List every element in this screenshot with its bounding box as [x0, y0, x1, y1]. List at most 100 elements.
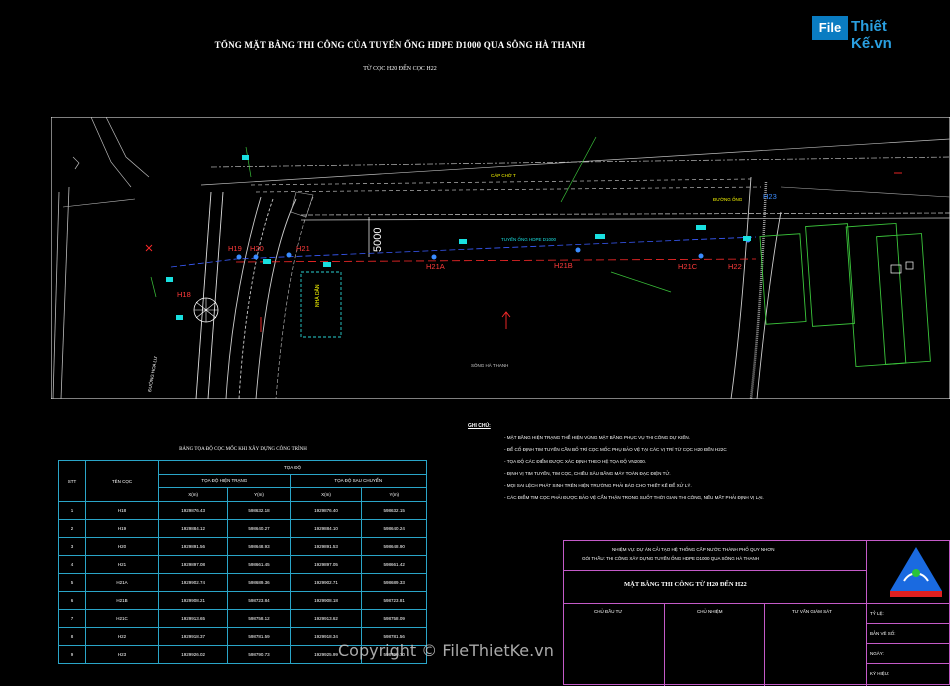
col-stt: STT: [58, 460, 86, 502]
station-label-h22: H22: [728, 262, 742, 271]
station-markers: [193, 237, 751, 323]
tb-drawing-name: MẶT BẰNG THI CÔNG TỪ H20 ĐẾN H22: [624, 581, 747, 588]
company-logo-icon: [890, 547, 942, 597]
red-markers: [145, 172, 902, 332]
cell-stt: 2: [58, 519, 86, 538]
station-label-h20: H20: [250, 244, 264, 253]
note-item: - MẶT BẰNG HIỆN TRẠNG THỂ HIỆN VÙNG MẶT …: [504, 435, 690, 440]
cell-stt: 9: [58, 645, 86, 664]
cable-label: CÁP CHỜ T: [491, 172, 516, 178]
cell-y2: 598689.33: [361, 573, 427, 592]
cell-name: H19: [85, 519, 159, 538]
cell-x2: 1929897.05: [289, 555, 363, 574]
station-label-h23: H23: [763, 192, 777, 201]
cell-y1: 598723.84: [227, 591, 291, 610]
cell-name: H21C: [85, 609, 159, 628]
existing-building: [300, 271, 342, 338]
col-y1: Y(m): [227, 487, 291, 502]
cell-stt: 4: [58, 555, 86, 574]
tb-col3: TƯ VẤN GIÁM SÁT: [792, 609, 832, 614]
cell-x1: 1929908.21: [157, 591, 229, 610]
notes-block: GHI CHÚ: - MẶT BẰNG HIỆN TRẠNG THỂ HIỆN …: [468, 420, 798, 504]
house-outline: [759, 233, 807, 325]
cell-x1: 1929926.02: [157, 645, 229, 664]
cell-stt: 3: [58, 537, 86, 556]
cell-x1: 1929876.43: [157, 501, 229, 520]
cell-stt: 8: [58, 627, 86, 646]
note-item: - ĐỊNH VỊ TIM TUYẾN, TIM CỌC, CHIỀU SÂU …: [504, 471, 671, 476]
cell-name: H21: [85, 555, 159, 574]
cell-x2: 1929891.53: [289, 537, 363, 556]
cell-name: H21A: [85, 573, 159, 592]
station-label-h18: H18: [177, 290, 191, 299]
tb-line1: NHIỆM VỤ: DỰ ÁN CẢI TẠO HỆ THỐNG CẤP NƯỚ…: [612, 547, 775, 552]
cell-y1: 598661.45: [227, 555, 291, 574]
cell-y1: 598781.59: [227, 627, 291, 646]
coord-table: STT TÊN CỌC TỌA ĐỘ TỌA ĐỘ HIỆN TRẠNG TỌA…: [58, 460, 428, 664]
cell-y2: 598640.24: [361, 519, 427, 538]
col-x1: X(m): [157, 487, 229, 502]
logo-text: Thiết Kế.vn: [851, 18, 892, 52]
cell-x2: 1929902.71: [289, 573, 363, 592]
house-label: NHÀ DÂN: [314, 284, 321, 307]
cell-y2: 598648.90: [361, 537, 427, 556]
cell-x2: 1929876.40: [289, 501, 363, 520]
cell-stt: 5: [58, 573, 86, 592]
cell-y1: 598648.93: [227, 537, 291, 556]
cell-y2: 598632.15: [361, 501, 427, 520]
plan-frame: [51, 117, 950, 399]
tb-r4: KÝ HIỆU:: [870, 671, 890, 676]
note-item: - MỌI SAI LỆCH PHÁT SINH TRÊN HIỆN TRƯỜN…: [504, 483, 692, 488]
cell-y2: 598790.70: [361, 645, 427, 664]
title-block: NHIỆM VỤ: DỰ ÁN CẢI TẠO HỆ THỐNG CẤP NƯỚ…: [563, 540, 950, 686]
road-edge: [60, 186, 70, 399]
note-item: - CÁC ĐIỂM TIM CỌC PHẢI ĐƯỢC BẢO VỆ CẨN …: [504, 495, 764, 500]
cell-name: H20: [85, 537, 159, 556]
tb-r1: TỶ LỆ:: [870, 611, 884, 616]
tb-r2: BẢN VẼ SỐ:: [870, 631, 896, 636]
cell-name: H18: [85, 501, 159, 520]
col-sub2: TỌA ĐỘ SAU CHUYỂN: [289, 473, 428, 489]
col-sub1: TỌA ĐỘ HIỆN TRẠNG: [158, 473, 291, 489]
station-label-h19: H19: [228, 244, 242, 253]
tb-line2: GÓI THẦU: THI CÔNG XÂY DỰNG TUYẾN ỐNG HD…: [582, 556, 759, 561]
flag-label: ĐƯỜNG ỐNG: [713, 196, 743, 202]
cell-x2: 1929908.18: [289, 591, 363, 610]
cell-y2: 598661.42: [361, 555, 427, 574]
road-label: ĐƯỜNG HOA LƯ: [146, 355, 158, 392]
cell-stt: 6: [58, 591, 86, 610]
station-label-h21c: H21C: [678, 262, 698, 271]
house-outline: [845, 222, 907, 368]
cell-stt: 7: [58, 609, 86, 628]
station-label-h21b: H21B: [554, 261, 573, 270]
tb-col2: CHỦ NHIỆM: [697, 609, 723, 614]
notes-title: GHI CHÚ:: [468, 423, 491, 429]
cell-x1: 1929918.37: [157, 627, 229, 646]
coord-table-title: BẢNG TỌA ĐỘ CỌC MỐC KHI XÂY DỰNG CÔNG TR…: [179, 447, 307, 452]
pipe-route: [170, 236, 757, 268]
cell-x1: 1929884.12: [157, 519, 229, 538]
cell-x1: 1929913.65: [157, 609, 229, 628]
site-logo[interactable]: File Thiết Kế.vn: [812, 14, 920, 52]
cell-x2: 1929913.62: [289, 609, 363, 628]
cell-y1: 598689.36: [227, 573, 291, 592]
note-item: - ĐỂ CỐ ĐỊNH TIM TUYẾN CẦN BỐ TRÍ CỌC MỐ…: [504, 447, 727, 452]
cell-x2: 1929925.99: [289, 645, 363, 664]
cell-x1: 1929891.56: [157, 537, 229, 556]
survey-markers: [166, 155, 751, 320]
cell-name: H21B: [85, 591, 159, 610]
note-item: - TỌA ĐỘ CÁC ĐIỂM ĐƯỢC XÁC ĐỊNH THEO HỆ …: [504, 459, 647, 464]
house-outline: [876, 233, 931, 365]
col-name: TÊN CỌC: [85, 460, 159, 502]
col-y2: Y(m): [361, 487, 427, 502]
cell-name: H23: [85, 645, 159, 664]
